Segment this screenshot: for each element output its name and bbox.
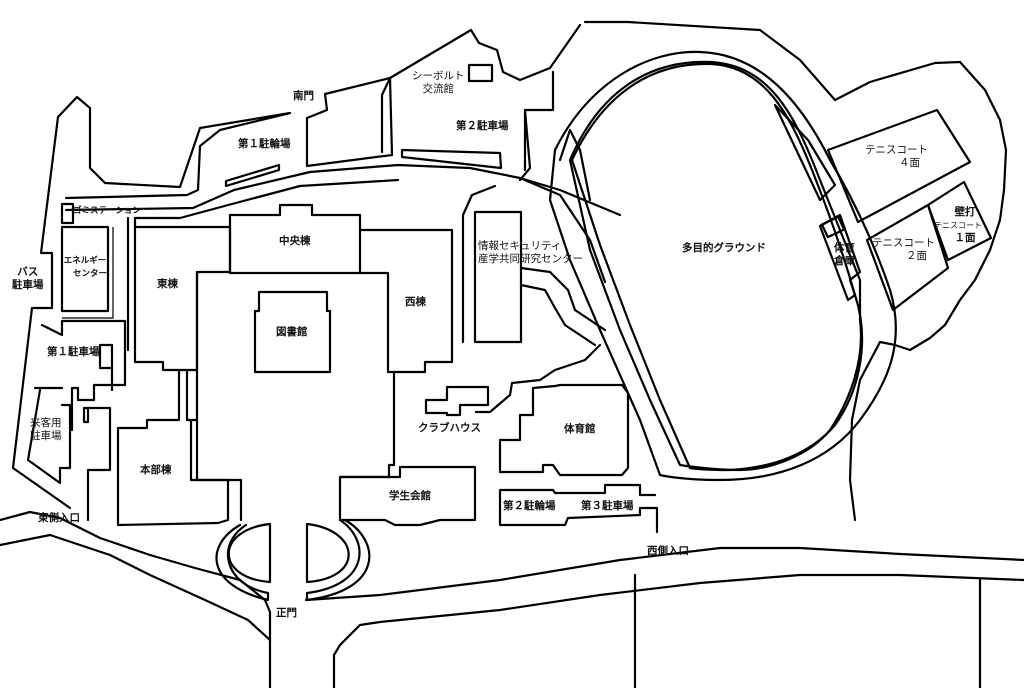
label-energy-center-line1: エネルギー bbox=[63, 256, 107, 266]
road-south-lower bbox=[0, 533, 272, 642]
roundabout-outer-left bbox=[215, 523, 270, 602]
roundabout-outer-right bbox=[305, 518, 371, 602]
label-bus-parking-line1: バス bbox=[17, 266, 39, 278]
multipurpose-ground bbox=[570, 62, 864, 472]
label-infosec-center-line1: 情報セキュリティ bbox=[478, 240, 562, 252]
parking-1 bbox=[33, 319, 127, 432]
campus-boundary-west-edge bbox=[11, 115, 72, 510]
label-visitor-parking-line2: 駐車場 bbox=[30, 430, 62, 442]
label-sports-storage-line1: 体育 bbox=[834, 242, 855, 254]
label-west-entrance: 西側入口 bbox=[647, 545, 689, 557]
label-main-admin-building: 本部棟 bbox=[140, 464, 172, 476]
label-parking-3: 第３駐車場 bbox=[581, 500, 634, 512]
label-library: 図書館 bbox=[276, 326, 308, 338]
library bbox=[253, 290, 332, 374]
ground-outer-road bbox=[548, 50, 897, 482]
energy-center bbox=[60, 225, 110, 313]
label-east-building: 東棟 bbox=[157, 278, 178, 290]
label-bus-parking: バス 駐車場 bbox=[12, 266, 44, 292]
east-side-buildings bbox=[82, 406, 112, 522]
label-wall-tennis-line2: テニスコート bbox=[934, 221, 982, 230]
tennis-court-4 bbox=[826, 108, 972, 224]
label-tennis-court-4: テニスコート ４面 bbox=[865, 144, 928, 170]
east-building bbox=[133, 225, 232, 372]
label-wall-tennis-line3: １面 bbox=[954, 232, 976, 244]
label-bicycle-parking-2: 第２駐輪場 bbox=[503, 500, 556, 512]
tennis-court-2 bbox=[865, 203, 950, 312]
label-energy-center-line2: センター bbox=[73, 269, 108, 279]
west-building bbox=[358, 228, 454, 374]
label-club-house: クラブハウス bbox=[418, 422, 481, 434]
club-house-road bbox=[474, 343, 602, 414]
label-bus-parking-line2: 駐車場 bbox=[12, 279, 44, 291]
label-south-gate: 南門 bbox=[293, 90, 314, 102]
label-multipurpose-ground: 多目的グラウンド bbox=[682, 242, 766, 254]
label-infosec-center-line2: 産学共同研究センター bbox=[478, 253, 583, 265]
label-tennis-court-2-line1: テニスコート bbox=[872, 237, 935, 249]
label-energy-center: エネルギー センター bbox=[63, 255, 107, 281]
sports-storage-box bbox=[820, 215, 846, 239]
road-southeast bbox=[304, 546, 1024, 602]
south-gate-building bbox=[305, 76, 394, 168]
label-bicycle-parking-1: 第１駐輪場 bbox=[238, 138, 291, 150]
label-tennis-court-4-line2: ４面 bbox=[899, 157, 920, 169]
label-tennis-court-2: テニスコート ２面 bbox=[872, 237, 935, 263]
label-infosec-center: 情報セキュリティ 産学共同研究センター bbox=[478, 240, 583, 266]
label-gymnasium: 体育館 bbox=[564, 423, 596, 435]
visitor-parking bbox=[26, 388, 72, 485]
label-tennis-court-2-line2: ２面 bbox=[906, 250, 927, 262]
roundabout-inner-left bbox=[227, 522, 272, 584]
roundabout-inner-right bbox=[305, 522, 350, 584]
main-admin-building bbox=[116, 370, 230, 527]
campus-boundary-north-east bbox=[583, 20, 1008, 522]
gymnasium bbox=[498, 383, 630, 477]
label-east-entrance: 東側入口 bbox=[38, 512, 80, 524]
road-north-lower bbox=[126, 178, 400, 352]
west-entrance-curb bbox=[633, 573, 982, 688]
label-central-building: 中央棟 bbox=[279, 235, 311, 247]
club-house bbox=[424, 385, 490, 417]
parking-2-island bbox=[400, 148, 503, 170]
label-wall-tennis-court: 壁打 テニスコート １面 bbox=[934, 206, 982, 245]
infosec-center bbox=[473, 210, 523, 344]
infosec-road bbox=[461, 184, 607, 347]
label-visitor-parking: 来客用 駐車場 bbox=[30, 417, 62, 443]
road-southeast-lower bbox=[332, 573, 1024, 688]
ground-east-wedge bbox=[773, 103, 837, 202]
label-parking-1: 第１駐車場 bbox=[47, 346, 100, 358]
label-siebold-hall-line1: シーボルト bbox=[412, 70, 465, 82]
sports-storage bbox=[818, 213, 862, 302]
label-visitor-parking-line1: 来客用 bbox=[30, 417, 62, 429]
bicycle-parking-1 bbox=[224, 163, 281, 188]
parking-1-inner bbox=[98, 343, 114, 392]
label-siebold-hall-line2: 交流館 bbox=[422, 83, 455, 95]
road-north bbox=[64, 163, 622, 217]
label-sports-storage-line2: 倉庫 bbox=[834, 255, 855, 267]
label-west-building: 西棟 bbox=[405, 296, 426, 308]
campus-boundary-north-mid bbox=[305, 23, 582, 120]
student-hall bbox=[338, 465, 477, 527]
label-main-gate: 正門 bbox=[276, 607, 297, 619]
label-tennis-court-4-line1: テニスコート bbox=[865, 144, 928, 156]
campus-boundary-west bbox=[56, 95, 292, 200]
label-wall-tennis-line1: 壁打 bbox=[954, 206, 976, 218]
ground-track bbox=[568, 60, 862, 472]
siebold-hall bbox=[467, 63, 494, 83]
bicycle-parking-2-parking-3 bbox=[498, 483, 659, 534]
energy-center-side bbox=[62, 227, 114, 319]
label-sports-storage: 体育 倉庫 bbox=[834, 242, 855, 268]
road-to-ground bbox=[518, 128, 607, 284]
inner-courtyard bbox=[189, 270, 396, 522]
wall-tennis-court bbox=[926, 180, 993, 262]
parking-2-area bbox=[380, 70, 555, 182]
label-siebold-hall: シーボルト 交流館 bbox=[412, 70, 465, 96]
label-parking-2: 第２駐車場 bbox=[456, 120, 509, 132]
garbage-station-box bbox=[60, 202, 75, 225]
label-student-hall: 学生会館 bbox=[389, 490, 431, 502]
road-south bbox=[0, 510, 272, 688]
label-garbage-station: ゴミステーション bbox=[73, 206, 141, 216]
central-building bbox=[228, 203, 362, 275]
